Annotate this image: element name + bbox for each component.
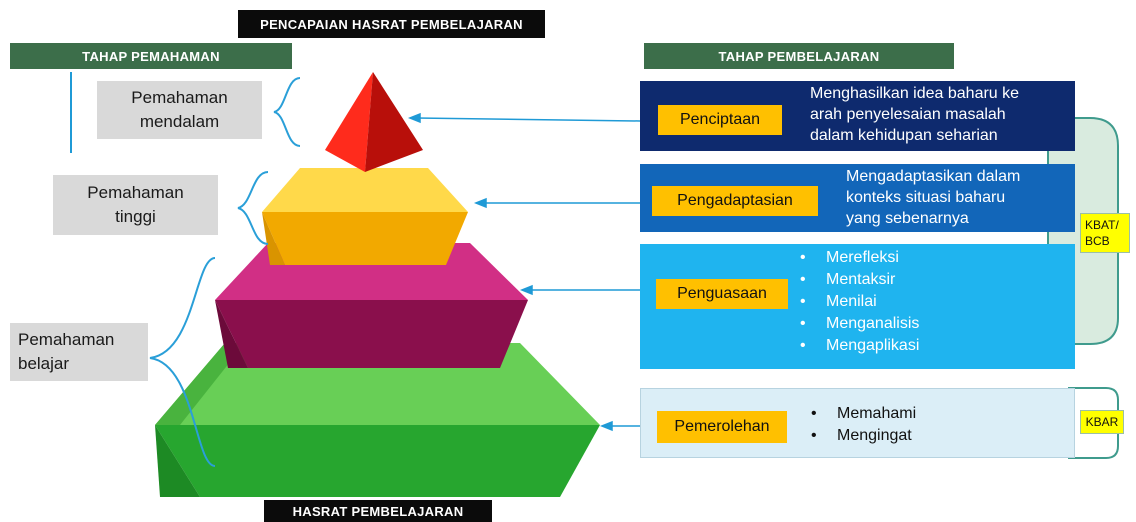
- panel-penciptaan: Penciptaan Menghasilkan idea baharu ke a…: [640, 81, 1075, 151]
- tag-pemerolehan: Pemerolehan: [657, 411, 787, 443]
- brace-high: [237, 171, 269, 245]
- label-learning-understanding: Pemahaman belajar: [10, 323, 148, 381]
- bottom-title: HASRAT PEMBELAJARAN: [264, 500, 492, 522]
- brace-learning: [149, 257, 216, 467]
- desc-penciptaan: Menghasilkan idea baharu ke arah penyele…: [810, 83, 1072, 146]
- list-penguasaan: Merefleksi Mentaksir Menilai Menganalisi…: [800, 247, 919, 357]
- label-high-understanding: Pemahaman tinggi: [53, 175, 218, 235]
- label-line: Pemahaman: [131, 88, 228, 107]
- label-line: mendalam: [139, 112, 220, 131]
- label-line: Pemahaman: [87, 183, 184, 202]
- label-deep-understanding: Pemahaman mendalam: [97, 81, 262, 139]
- understanding-stage-header: TAHAP PEMAHAMAN: [10, 43, 292, 69]
- tag-pengadaptasian: Pengadaptasian: [652, 186, 818, 216]
- list-item: Menilai: [800, 291, 919, 313]
- desc-line: arah penyelesaian masalah: [810, 106, 1006, 123]
- pyramid-top-tier: [325, 72, 423, 172]
- label-line: belajar: [18, 354, 70, 373]
- list-pemerolehan: Memahami Mengingat: [811, 403, 916, 447]
- tag-penguasaan: Penguasaan: [656, 279, 788, 309]
- pyramid-second-tier: [262, 168, 468, 265]
- desc-line: konteks situasi baharu: [846, 189, 1006, 206]
- list-item: Mengingat: [811, 425, 916, 447]
- learning-stage-header: TAHAP PEMBELAJARAN: [644, 43, 954, 69]
- list-item: Menganalisis: [800, 313, 919, 335]
- desc-line: Mengadaptasikan dalam: [846, 168, 1021, 185]
- panel-penguasaan: Penguasaan Merefleksi Mentaksir Menilai …: [640, 244, 1075, 369]
- panel-pengadaptasian: Pengadaptasian Mengadaptasikan dalam kon…: [640, 164, 1075, 232]
- desc-line: Menghasilkan idea baharu ke: [810, 85, 1020, 102]
- kbar-tag: KBAR: [1080, 410, 1124, 434]
- pyramid-title: PENCAPAIAN HASRAT PEMBELAJARAN: [238, 10, 545, 38]
- tag-penciptaan: Penciptaan: [658, 105, 782, 135]
- label-line: tinggi: [115, 207, 156, 226]
- list-item: Mengaplikasi: [800, 335, 919, 357]
- desc-line: dalam kehidupan seharian: [810, 127, 998, 144]
- list-item: Mentaksir: [800, 269, 919, 291]
- kbat-tag: KBAT/ BCB: [1080, 213, 1130, 253]
- brace-deep: [273, 77, 301, 147]
- label-line: Pemahaman: [18, 330, 115, 349]
- list-item: Memahami: [811, 403, 916, 425]
- list-item: Merefleksi: [800, 247, 919, 269]
- panel-pemerolehan: Pemerolehan Memahami Mengingat: [640, 388, 1075, 458]
- desc-pengadaptasian: Mengadaptasikan dalam konteks situasi ba…: [846, 166, 1072, 229]
- desc-line: yang sebenarnya: [846, 210, 969, 227]
